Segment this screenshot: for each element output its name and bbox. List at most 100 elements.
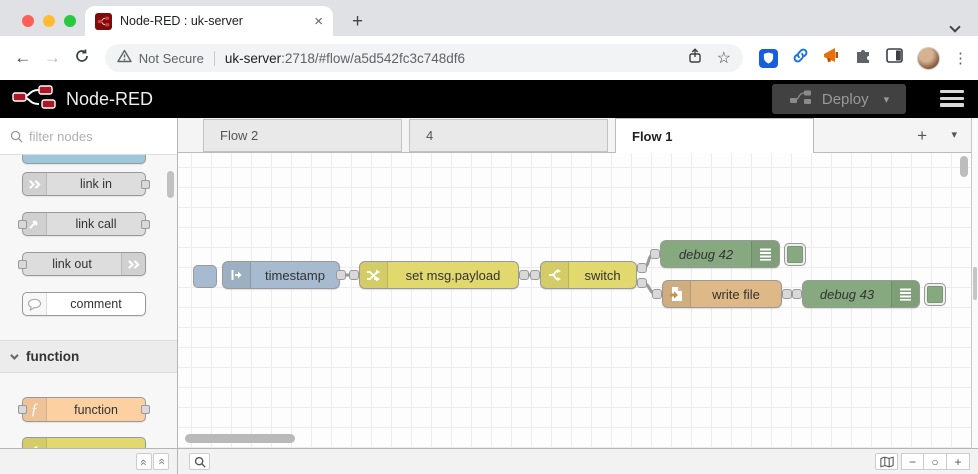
palette-node-comment[interactable]: comment [22,292,146,316]
zoom-reset-button[interactable]: ○ [924,453,947,470]
node-output-port[interactable] [637,278,647,288]
node-output-port[interactable] [637,263,647,273]
palette-node-link-in[interactable]: link in [22,172,150,196]
tab-search-chevron-icon[interactable] [949,18,961,33]
workspace: Flow 2 4 Flow 1 + ▾ timestamp [178,118,972,448]
navigator-map-button[interactable] [875,453,898,470]
palette-node-label: link in [80,177,112,191]
node-input-port[interactable] [652,289,662,299]
search-flows-button[interactable] [189,453,210,470]
zoom-window-button[interactable] [64,15,76,27]
filter-nodes-input[interactable] [29,128,149,144]
flow-list-chevron-icon[interactable]: ▾ [951,129,957,141]
palette-node-label: function [74,402,118,417]
debug-toggle-button[interactable] [924,283,946,306]
node-input-port[interactable] [792,289,802,299]
minimize-window-button[interactable] [43,15,55,27]
close-window-button[interactable] [22,15,34,27]
profile-avatar[interactable] [917,46,940,70]
deploy-options-chevron-icon[interactable]: ▾ [883,93,890,106]
side-panel-icon[interactable] [886,47,904,69]
footer: « » − ○ + [0,448,978,474]
node-inject[interactable]: timestamp [222,261,340,289]
palette-node-label: link out [52,257,92,271]
browser-menu-icon[interactable]: ⋮ [953,50,968,67]
main-area: link in link call link out [0,118,978,448]
node-switch[interactable]: switch [540,261,637,289]
palette-category-function[interactable]: function [0,340,177,373]
expand-all-button[interactable]: » [153,453,169,470]
function-icon: ƒ [23,398,47,421]
close-tab-icon[interactable]: × [314,12,323,30]
palette-node-link-call[interactable]: link call [18,212,150,236]
node-output-port[interactable] [336,270,346,280]
url-text[interactable]: uk-server:2718/#flow/a5d542fc3c748df6 [224,50,465,66]
node-debug-43[interactable]: debug 43 [802,280,920,308]
file-icon [663,281,691,307]
browser-toolbar: ← → Not Secure uk-server:2718/#flow/a5d5… [0,36,978,80]
flow-canvas[interactable]: timestamp set msg.payload switch [178,153,971,448]
node-input-port [18,220,27,229]
bitwarden-extension-icon[interactable] [759,48,778,68]
node-input-port [18,405,27,414]
megaphone-extension-icon[interactable] [823,47,842,69]
node-output-port[interactable] [519,270,529,280]
palette-node-link-out[interactable]: link out [18,252,146,276]
palette-node-function[interactable]: ƒ function [18,397,150,422]
browser-tab[interactable]: Node-RED : uk-server × [85,6,333,36]
palette-search[interactable] [0,118,177,155]
back-button[interactable]: ← [14,48,32,67]
url-divider [213,50,215,66]
add-flow-button[interactable]: + [917,126,927,145]
debug-toggle-button[interactable] [784,243,806,266]
node-output-port [141,180,150,189]
node-debug-42[interactable]: debug 42 [660,240,780,268]
inject-trigger-button[interactable] [193,265,217,288]
palette-node-label: comment [70,297,122,311]
node-input-port[interactable] [530,270,540,280]
window-scrollbar[interactable] [972,118,978,448]
tab-flow-2[interactable]: Flow 2 [203,119,402,152]
node-input-port[interactable] [349,270,359,280]
node-input-port[interactable] [650,249,660,259]
node-write-file[interactable]: write file [662,280,782,308]
node-label: set msg.payload [405,267,501,283]
palette-node-switch-partial[interactable] [22,437,146,448]
reload-button[interactable] [69,48,95,69]
palette-category-label: function [26,349,80,364]
zoom-out-button[interactable]: − [901,453,924,470]
new-tab-button[interactable]: + [352,11,364,32]
link-icon [121,253,145,275]
node-output-port [141,405,150,414]
node-output-port[interactable] [782,289,792,299]
node-input-port [18,260,27,269]
link-extension-icon[interactable] [791,46,810,70]
node-change[interactable]: set msg.payload [359,261,519,289]
link-icon [23,173,47,195]
workspace-footer: − ○ + [178,449,978,474]
browser-titlebar: Node-RED : uk-server × + [0,0,978,36]
palette-node-label [47,438,145,448]
node-label: timestamp [265,267,325,283]
tab-flow-1[interactable]: Flow 1 [615,118,814,153]
collapse-all-button[interactable]: « [136,453,152,470]
search-icon [10,130,23,143]
extensions-puzzle-icon[interactable] [855,47,873,70]
main-menu-icon[interactable] [940,90,964,107]
bookmark-star-icon[interactable]: ☆ [716,50,731,67]
zoom-in-button[interactable]: + [947,453,970,470]
share-icon[interactable] [688,47,702,69]
deploy-button[interactable]: Deploy ▾ [772,84,906,114]
node-label: write file [712,286,760,302]
palette-scrollbar[interactable] [167,171,174,198]
window-scrollbar-thumb[interactable] [973,267,977,300]
canvas-horizontal-scrollbar[interactable] [185,434,295,443]
tab-4[interactable]: 4 [409,119,608,152]
not-secure-label[interactable]: Not Secure [138,50,204,66]
switch-icon [541,262,569,288]
canvas-vertical-scrollbar[interactable] [960,156,968,177]
palette-node-partial[interactable] [22,155,146,164]
flow-tabbar: Flow 2 4 Flow 1 + ▾ [178,118,971,153]
address-bar[interactable]: Not Secure uk-server:2718/#flow/a5d542fc… [104,44,743,72]
map-icon [879,455,894,468]
